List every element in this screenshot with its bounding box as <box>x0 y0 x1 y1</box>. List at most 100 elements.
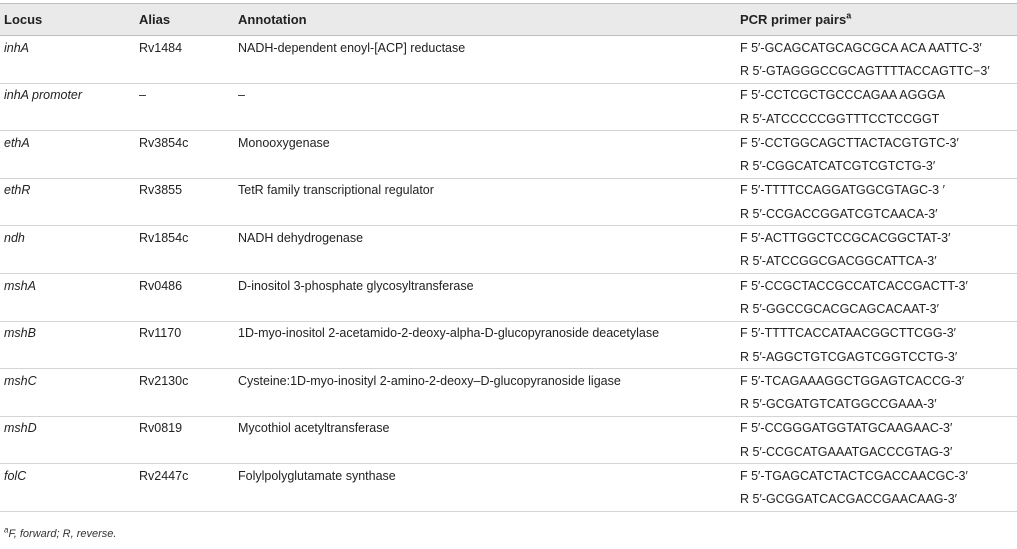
header-primers: PCR primer pairsa <box>736 3 1017 36</box>
cell-forward-primer: F 5′-TGAGCATCTACTCGACCAACGC-3′ <box>740 468 968 483</box>
empty-cell <box>0 154 135 179</box>
footnote-text: F, forward; R, reverse. <box>8 528 117 540</box>
cell-alias: Rv2130c <box>139 373 189 388</box>
empty-cell <box>234 249 736 274</box>
cell-forward-primer: F 5′-TTTTCACCATAACGGCTTCGG-3′ <box>740 326 957 341</box>
table-row-continued: R 5′-ATCCCCCGGTTTCCTCCGGT <box>0 106 1017 132</box>
cell-annotation: Mycothiol acetyltransferase <box>238 421 390 436</box>
cell-locus: mshA <box>4 278 36 293</box>
table-row: inhA Rv1484 NADH-dependent enoyl-[ACP] red… <box>0 36 1017 60</box>
header-primers-footnote-mark: a <box>846 10 852 21</box>
cell-locus: mshC <box>4 373 37 388</box>
cell-locus: mshD <box>4 421 37 436</box>
empty-cell <box>135 106 234 132</box>
empty-cell <box>0 249 135 274</box>
cell-annotation: – <box>238 88 245 103</box>
cell-reverse-primer: R 5′-CGGCATCATCGTCGTCTG-3′ <box>736 154 1017 179</box>
header-locus: Locus <box>0 3 135 36</box>
cell-annotation: Monooxygenase <box>238 135 330 150</box>
cell-forward-primer: F 5′-GCAGCATGCAGCGCA ACA AATTC-3′ <box>740 40 982 55</box>
empty-cell <box>234 392 736 417</box>
empty-cell <box>234 154 736 179</box>
table-row-continued: R 5′-GGCCGCACGCAGCACAAT-3′ <box>0 297 1017 322</box>
empty-cell <box>135 202 234 227</box>
cell-annotation: NADH-dependent enoyl-[ACP] reductase <box>238 40 466 55</box>
empty-cell <box>135 344 234 370</box>
cell-alias: Rv3855 <box>139 183 183 198</box>
empty-cell <box>135 59 234 84</box>
cell-reverse-primer: R 5′-GTAGGGCCGCAGTTTTACCAGTTC−3′ <box>736 59 1017 84</box>
cell-alias: Rv2447c <box>139 468 189 483</box>
empty-cell <box>135 249 234 274</box>
empty-cell <box>135 297 234 322</box>
header-row: Locus Alias Annotation PCR primer pairsa <box>0 3 1017 36</box>
cell-reverse-primer: R 5′-CCGCATGAAATGACCCGTAG-3′ <box>736 440 1017 465</box>
empty-cell <box>135 487 234 512</box>
cell-alias: – <box>139 88 146 103</box>
cell-forward-primer: F 5′-ACTTGGCTCCGCACGGCTAT-3′ <box>740 231 951 246</box>
cell-forward-primer: F 5′-CCTGGCAGCTTACTACGTGTC-3′ <box>740 135 959 150</box>
cell-reverse-primer: R 5′-CCGACCGGATCGTCAACA-3′ <box>736 202 1017 227</box>
cell-locus: ndh <box>4 231 25 246</box>
table-footnote: aF, forward; R, reverse. <box>4 525 117 540</box>
cell-annotation: 1D-myo-inositol 2-acetamido-2-deoxy-alph… <box>238 326 660 341</box>
cell-locus: ethR <box>4 183 31 198</box>
empty-cell <box>0 297 135 322</box>
cell-reverse-primer: R 5′-AGGCTGTCGAGTCGGTCCTG-3′ <box>736 344 1017 370</box>
primer-table: Locus Alias Annotation PCR primer pairsa… <box>0 3 1017 512</box>
cell-reverse-primer: R 5′-ATCCCCCGGTTTCCTCCGGT <box>736 106 1017 132</box>
cell-alias: Rv0486 <box>139 278 183 293</box>
table-row-continued: R 5′-CCGCATGAAATGACCCGTAG-3′ <box>0 440 1017 465</box>
empty-cell <box>234 59 736 84</box>
cell-reverse-primer: R 5′-ATCCGGCGACGGCATTCA-3′ <box>736 249 1017 274</box>
cell-forward-primer: F 5′-CCGCTACCGCCATCACCGACTT-3′ <box>740 278 968 293</box>
cell-annotation: TetR family transcriptional regulator <box>238 183 434 198</box>
cell-alias: Rv3854c <box>139 135 189 150</box>
table-row-continued: R 5′-CGGCATCATCGTCGTCTG-3′ <box>0 154 1017 179</box>
cell-reverse-primer: R 5′-GCGGATCACGACCGAACAAG-3′ <box>736 487 1017 512</box>
empty-cell <box>234 106 736 132</box>
cell-forward-primer: F 5′-CCTCGCTGCCCAGAA AGGGA <box>740 88 946 103</box>
cell-locus: ethA <box>4 135 30 150</box>
empty-cell <box>135 440 234 465</box>
empty-cell <box>0 106 135 132</box>
table-row: ethA Rv3854c Monooxygenase F 5′-CCTGGCAGCTT… <box>0 131 1017 155</box>
cell-forward-primer: F 5′-TTTTCCAGGATGGCGTAGC-3 ′ <box>740 183 945 198</box>
table-row: ethR Rv3855 TetR family transcriptional re… <box>0 178 1017 202</box>
cell-annotation: Cysteine:1D-myo-inosityl 2-amino-2-deoxy… <box>238 373 621 388</box>
cell-reverse-primer: R 5′-GCGATGTCATGGCCGAAA-3′ <box>736 392 1017 417</box>
empty-cell <box>0 440 135 465</box>
cell-locus: inhA promoter <box>4 88 83 103</box>
table-row: folC Rv2447c Folylpolyglutamate synthase F … <box>0 464 1017 488</box>
empty-cell <box>135 154 234 179</box>
table-row-continued: R 5′-GTAGGGCCGCAGTTTTACCAGTTC−3′ <box>0 59 1017 84</box>
empty-cell <box>0 344 135 370</box>
cell-annotation: Folylpolyglutamate synthase <box>238 468 396 483</box>
table-row-continued: R 5′-GCGGATCACGACCGAACAAG-3′ <box>0 487 1017 512</box>
cell-reverse-primer: R 5′-GGCCGCACGCAGCACAAT-3′ <box>736 297 1017 322</box>
empty-cell <box>0 202 135 227</box>
footnote-mark: a <box>4 525 9 535</box>
empty-cell <box>0 392 135 417</box>
empty-cell <box>234 202 736 227</box>
empty-cell <box>234 440 736 465</box>
header-annotation: Annotation <box>234 3 736 36</box>
cell-locus: mshB <box>4 326 36 341</box>
table-row-continued: R 5′-GCGATGTCATGGCCGAAA-3′ <box>0 392 1017 417</box>
table-header: Locus Alias Annotation PCR primer pairsa <box>0 3 1017 36</box>
table-row: mshC Rv2130c Cysteine:1D-myo-inosityl 2-am… <box>0 369 1017 393</box>
cell-forward-primer: F 5′-TCAGAAAGGCTGGAGTCACCG-3′ <box>740 373 965 388</box>
header-alias: Alias <box>135 3 234 36</box>
table-row: inhA promoter – – F 5′-CCTCGCTGCCCAGAA AGGG… <box>0 83 1017 107</box>
table-body: inhA Rv1484 NADH-dependent enoyl-[ACP] red… <box>0 36 1017 512</box>
cell-alias: Rv1484 <box>139 40 183 55</box>
cell-alias: Rv0819 <box>139 421 183 436</box>
cell-locus: inhA <box>4 40 30 55</box>
cell-locus: folC <box>4 468 27 483</box>
empty-cell <box>234 344 736 370</box>
empty-cell <box>0 487 135 512</box>
